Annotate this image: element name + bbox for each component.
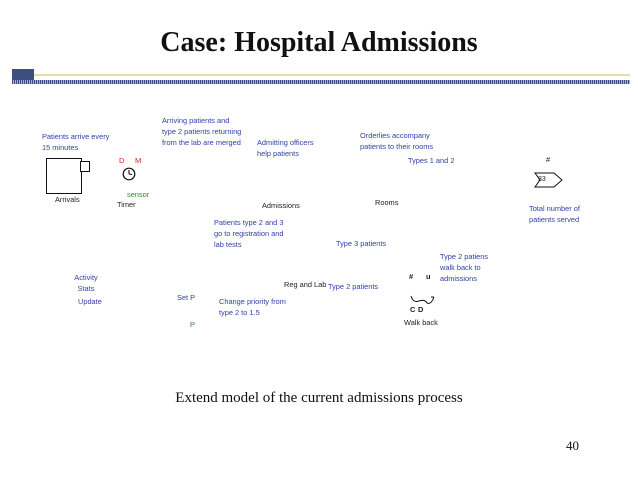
walk-u-label: u (426, 272, 431, 281)
note-total-served: Total number of patients served (529, 204, 580, 224)
walk-back-icon[interactable] (409, 293, 437, 307)
divider-line-dark (12, 80, 630, 84)
note-change-priority: Change priority from type 2 to 1.5 (219, 297, 286, 317)
note-type-3: Type 3 patients (336, 239, 387, 248)
rooms-label: Rooms (375, 198, 399, 207)
activity-stats-label: Activity Stats (74, 273, 98, 293)
timer-d-label: D (119, 156, 125, 165)
page-number: 40 (566, 438, 579, 453)
note-patients-arrive: Patients arrive every 15 minutes (42, 132, 110, 152)
note-admitting-officers: Admitting officers help patients (257, 138, 314, 158)
note-walk-back-admissions: Type 2 patiens walk back to admissions (440, 252, 489, 283)
note-orderlies: Orderlies accompany patients to their ro… (360, 131, 434, 151)
divider-square (12, 69, 34, 81)
update-label: Update (78, 297, 102, 306)
exit-block-icon[interactable] (534, 172, 564, 188)
walk-c-label: C (410, 305, 416, 314)
note-arriving-merged: Arriving patients and type 2 patients re… (162, 116, 242, 147)
note-types-1-2: Types 1 and 2 (408, 156, 455, 165)
slide-caption: Extend model of the current admissions p… (175, 390, 463, 406)
walk-hash-label: # (409, 272, 414, 281)
walk-back-label: Walk back (404, 318, 438, 327)
set-p-label: Set P (177, 293, 196, 302)
exit-count: 33 (538, 176, 546, 183)
timer-clock-icon[interactable] (122, 167, 136, 181)
exit-hash-label: # (546, 155, 551, 164)
arrivals-connector (80, 161, 90, 172)
arrivals-label: Arrivals (55, 195, 80, 204)
sensor-label: sensor (127, 190, 150, 199)
reg-and-lab-label: Reg and Lab (284, 280, 327, 289)
p-label: P (190, 320, 195, 329)
timer-label: Timer (117, 200, 136, 209)
divider-line-light (34, 74, 630, 76)
title-divider (12, 69, 630, 87)
timer-m-label: M (135, 156, 142, 165)
walk-d-label: D (418, 305, 424, 314)
arrivals-block[interactable] (46, 158, 82, 194)
note-type-2-patients: Type 2 patients (328, 282, 379, 291)
slide-title: Case: Hospital Admissions (160, 27, 478, 58)
note-type-2-3: Patients type 2 and 3 go to registration… (214, 218, 284, 249)
admissions-label: Admissions (262, 201, 300, 210)
